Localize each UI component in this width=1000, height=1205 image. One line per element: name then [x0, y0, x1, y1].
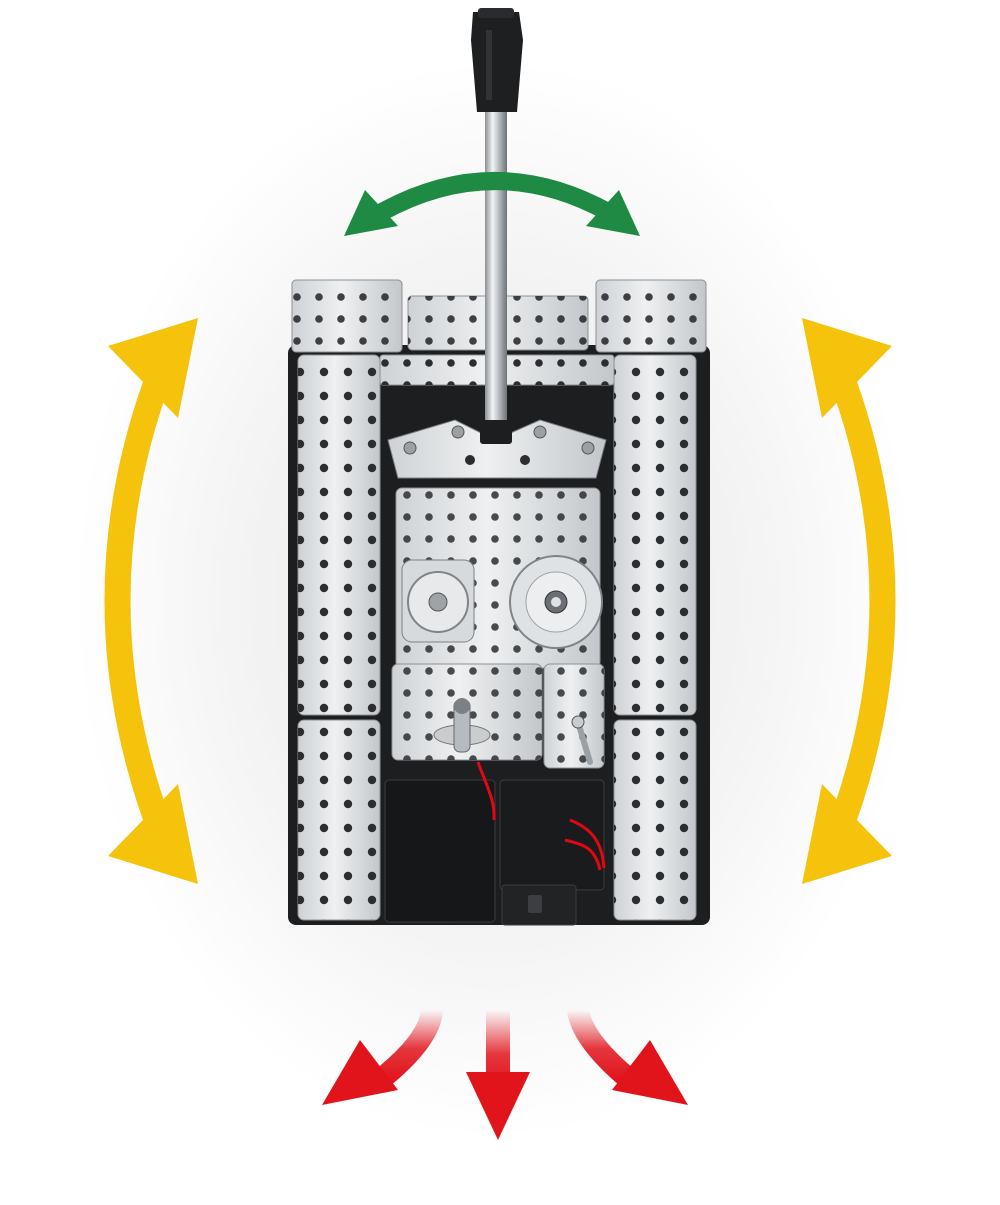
left-track-plate — [297, 354, 381, 921]
drive-arrow-center — [466, 1010, 530, 1140]
top-bracket-right — [595, 279, 707, 353]
battery-box — [384, 779, 605, 926]
red-wires — [476, 761, 606, 871]
robot-chassis — [288, 8, 710, 926]
drive-arrow-right — [567, 1007, 688, 1105]
gear-left — [401, 559, 475, 643]
gear-right — [509, 555, 603, 649]
drive-arrow-left — [322, 1008, 443, 1105]
turret-yoke — [387, 419, 607, 479]
switch-lever — [571, 715, 593, 765]
body-rotation-arrow-left — [104, 318, 198, 884]
lower-inner-plate — [391, 663, 605, 769]
body-rotation-arrow-right — [802, 318, 896, 884]
right-track-plate — [613, 354, 697, 921]
top-bracket-left — [291, 279, 403, 353]
pulley — [433, 698, 491, 753]
turret-rotation-arrow — [344, 172, 640, 236]
